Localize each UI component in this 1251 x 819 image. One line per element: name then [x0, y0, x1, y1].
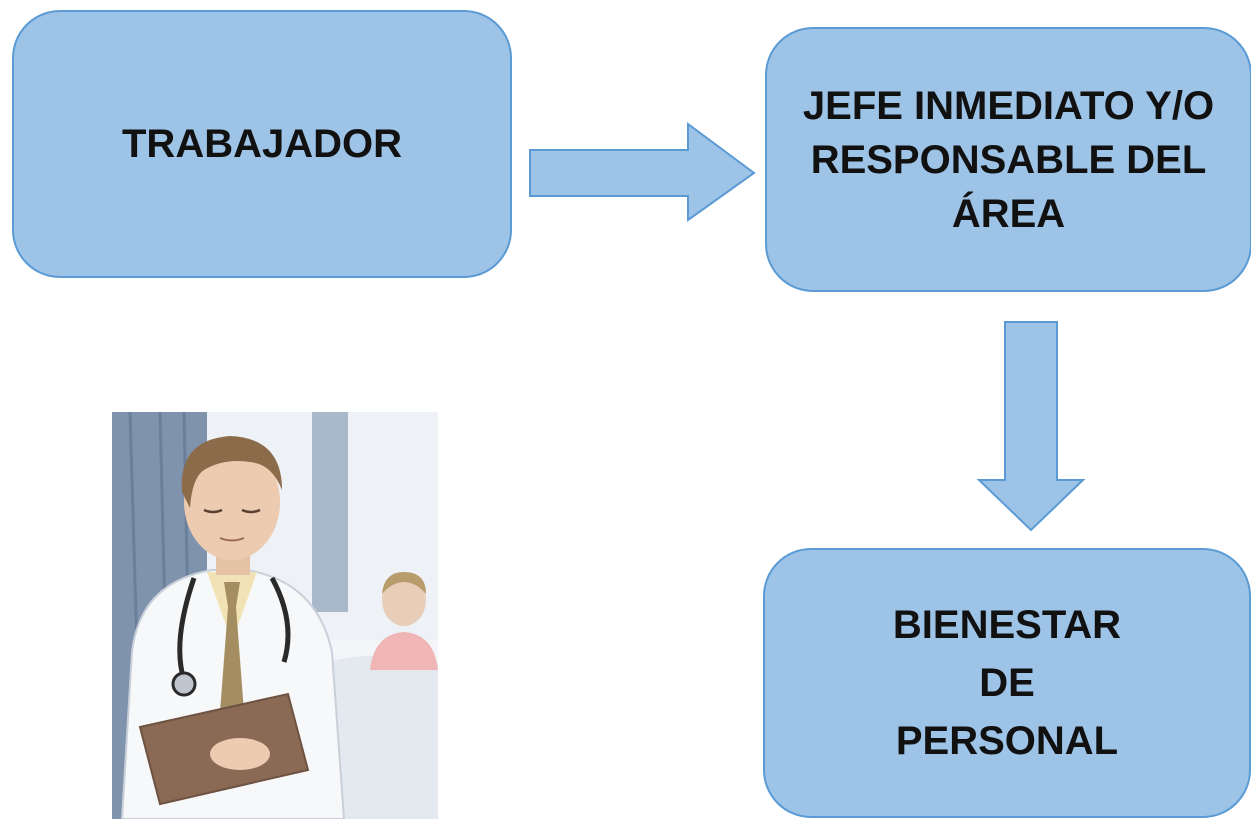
node-trabajador-label: TRABAJADOR	[122, 122, 402, 166]
doctor-illustration	[112, 412, 438, 819]
node-jefe-inmediato: JEFE INMEDIATO Y/O RESPONSABLE DEL ÁREA	[765, 27, 1251, 292]
arrow-right-icon	[529, 122, 756, 222]
arrow-down-icon	[976, 321, 1086, 532]
node-bienestar-de-personal: BIENESTAR DE PERSONAL	[763, 548, 1251, 818]
node-trabajador: TRABAJADOR	[12, 10, 512, 278]
node-jefe-inmediato-label: JEFE INMEDIATO Y/O RESPONSABLE DEL ÁREA	[802, 83, 1215, 236]
node-bienestar-de-personal-label: BIENESTAR DE PERSONAL	[892, 603, 1122, 763]
